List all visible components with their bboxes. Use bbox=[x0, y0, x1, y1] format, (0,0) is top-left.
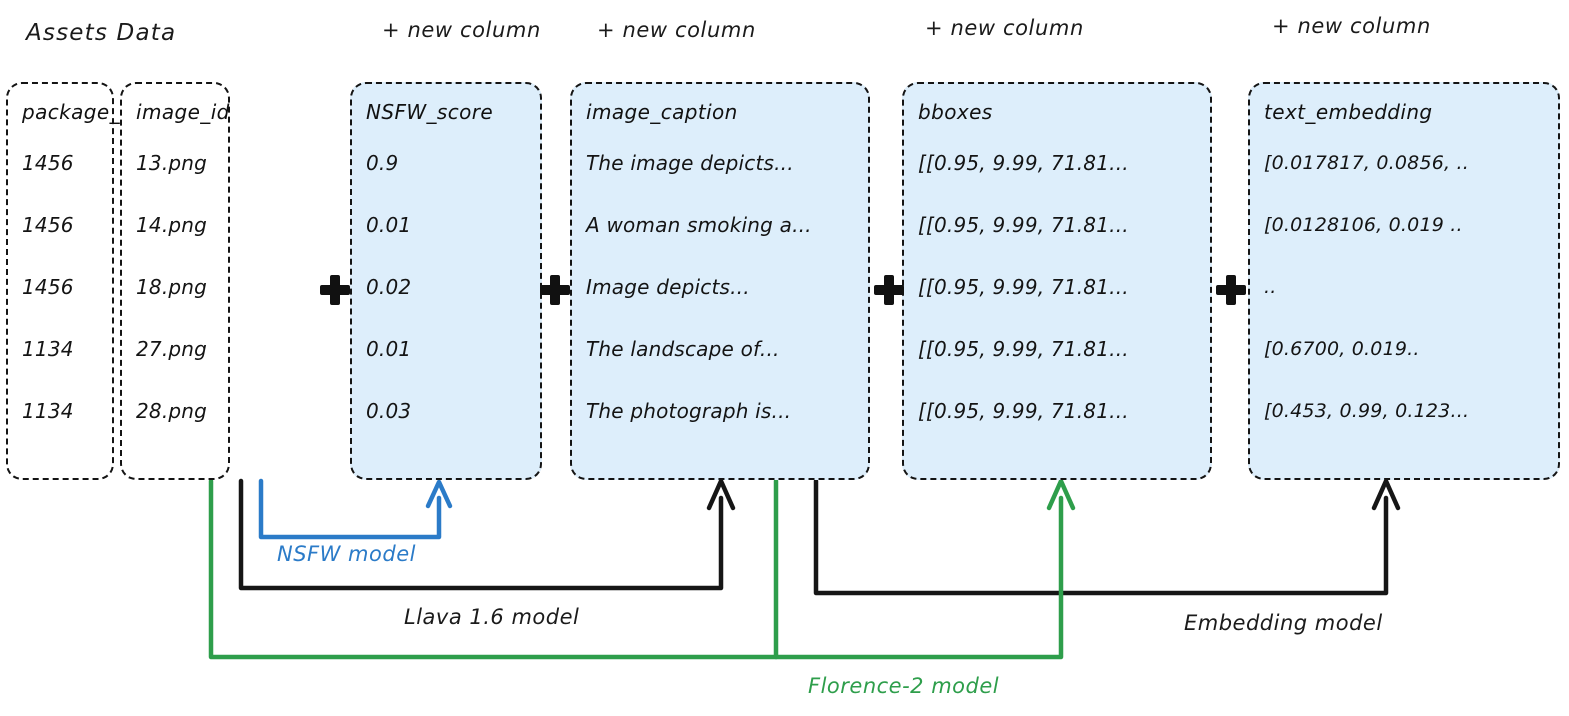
plus-icon-bboxes bbox=[874, 275, 904, 305]
column-bboxes[interactable]: bboxes [[0.95, 9.99, 71.81... [[0.95, 9.… bbox=[902, 82, 1212, 480]
table-cell: 1134 bbox=[22, 399, 74, 423]
table-cell: 18.png bbox=[136, 275, 208, 299]
table-cell: 0.9 bbox=[366, 151, 399, 175]
edge-llava-model bbox=[238, 478, 736, 591]
table-cell: [0.0128106, 0.019 .. bbox=[1264, 214, 1463, 236]
edge-florence-model bbox=[208, 478, 1076, 660]
table-cell: 0.01 bbox=[366, 337, 412, 361]
column-text-embedding[interactable]: text_embedding [0.017817, 0.0856, .. [0.… bbox=[1248, 82, 1560, 480]
edge-embedding-model bbox=[813, 478, 1401, 596]
table-cell: .. bbox=[1264, 276, 1277, 298]
assets-data-title: Assets Data bbox=[26, 20, 177, 46]
column-header: image_id bbox=[136, 100, 230, 124]
column-header: bboxes bbox=[918, 100, 993, 124]
table-cell: 0.01 bbox=[366, 213, 412, 237]
table-cell: [0.6700, 0.019.. bbox=[1264, 338, 1420, 360]
table-cell: [0.017817, 0.0856, .. bbox=[1264, 152, 1469, 174]
table-cell: [[0.95, 9.99, 71.81... bbox=[918, 151, 1129, 175]
edge-label-nsfw-model: NSFW model bbox=[277, 542, 416, 566]
column-header: image_caption bbox=[586, 100, 738, 124]
table-cell: 13.png bbox=[136, 151, 208, 175]
table-cell: The photograph is... bbox=[586, 399, 792, 423]
column-nsfw-score[interactable]: NSFW_score 0.9 0.01 0.02 0.01 0.03 bbox=[350, 82, 542, 480]
column-header: package_id bbox=[22, 100, 140, 124]
table-cell: 14.png bbox=[136, 213, 208, 237]
new-column-label-nsfw: + new column bbox=[382, 18, 541, 42]
new-column-label-embedding: + new column bbox=[1272, 14, 1431, 38]
column-header: text_embedding bbox=[1264, 100, 1433, 124]
plus-icon-nsfw bbox=[320, 275, 350, 305]
new-column-label-bboxes: + new column bbox=[925, 16, 1084, 40]
table-cell: 0.02 bbox=[366, 275, 412, 299]
table-cell: The landscape of... bbox=[586, 337, 780, 361]
column-image-caption[interactable]: image_caption The image depicts... A wom… bbox=[570, 82, 870, 480]
plus-icon-caption bbox=[540, 275, 570, 305]
new-column-label-caption: + new column bbox=[597, 18, 756, 42]
table-cell: A woman smoking a... bbox=[586, 213, 812, 237]
table-cell: The image depicts... bbox=[586, 151, 794, 175]
table-cell: 28.png bbox=[136, 399, 208, 423]
table-cell: 1456 bbox=[22, 213, 74, 237]
column-image-id[interactable]: image_id 13.png 14.png 18.png 27.png 28.… bbox=[120, 82, 230, 480]
table-cell: [[0.95, 9.99, 71.81... bbox=[918, 399, 1129, 423]
column-header: NSFW_score bbox=[366, 100, 494, 124]
table-cell: [[0.95, 9.99, 71.81... bbox=[918, 213, 1129, 237]
table-cell: [[0.95, 9.99, 71.81... bbox=[918, 275, 1129, 299]
edge-label-llava-model: Llava 1.6 model bbox=[404, 605, 580, 629]
edge-label-embedding-model: Embedding model bbox=[1184, 611, 1383, 635]
table-cell: 0.03 bbox=[366, 399, 412, 423]
table-cell: 1456 bbox=[22, 151, 74, 175]
table-cell: [[0.95, 9.99, 71.81... bbox=[918, 337, 1129, 361]
table-cell: 1456 bbox=[22, 275, 74, 299]
edge-nsfw-model bbox=[258, 478, 453, 540]
plus-icon-embedding bbox=[1216, 275, 1246, 305]
edge-label-florence-model: Florence-2 model bbox=[808, 674, 1000, 698]
table-cell: 27.png bbox=[136, 337, 208, 361]
table-cell: Image depicts... bbox=[586, 275, 750, 299]
column-package-id[interactable]: package_id 1456 1456 1456 1134 1134 bbox=[6, 82, 140, 480]
table-cell: 1134 bbox=[22, 337, 74, 361]
table-cell: [0.453, 0.99, 0.123... bbox=[1264, 400, 1470, 422]
